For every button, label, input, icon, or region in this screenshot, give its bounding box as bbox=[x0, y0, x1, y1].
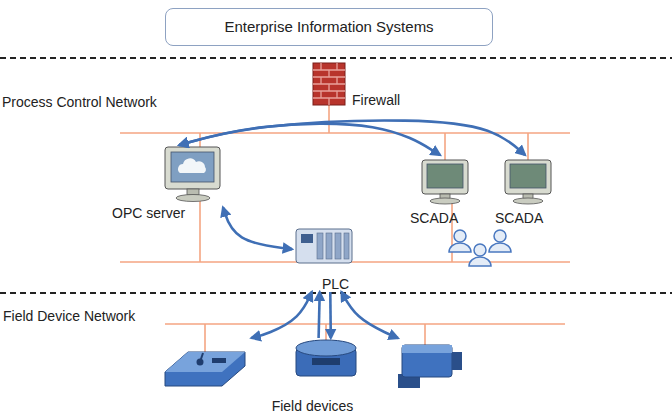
data-flow-arrow bbox=[223, 207, 292, 249]
computer-icon bbox=[165, 147, 220, 189]
network-wire bbox=[120, 105, 570, 352]
node-label: Firewall bbox=[352, 92, 400, 108]
node-label: OPC server bbox=[112, 205, 185, 221]
plc-icon bbox=[317, 233, 323, 259]
operators-icon bbox=[494, 230, 506, 242]
computer-icon bbox=[422, 160, 468, 204]
data-flow-arrow bbox=[179, 121, 525, 155]
operators-icon bbox=[469, 257, 491, 266]
field-device-icon bbox=[296, 340, 356, 376]
operators-icon bbox=[454, 230, 466, 242]
computer-icon bbox=[176, 195, 210, 202]
plc-icon bbox=[344, 233, 349, 259]
network-wire bbox=[120, 132, 570, 134]
field-device-icon bbox=[165, 352, 245, 386]
computer-icon bbox=[505, 160, 551, 204]
zone-divider bbox=[0, 58, 672, 293]
operators-icon bbox=[474, 244, 486, 256]
field-device-icon bbox=[452, 352, 462, 370]
network-wire bbox=[204, 324, 206, 352]
server-node: OPC server bbox=[108, 145, 223, 223]
computer-icon bbox=[422, 160, 468, 194]
plc-icon bbox=[301, 234, 313, 243]
field-device-icon bbox=[312, 358, 340, 365]
operators-icon bbox=[449, 243, 471, 252]
computer-icon bbox=[513, 198, 543, 204]
zone-divider bbox=[0, 57, 672, 59]
computer-icon bbox=[510, 164, 546, 188]
plc-icon bbox=[296, 229, 352, 263]
firewall-icon bbox=[313, 63, 345, 105]
field-device-group: Field devices bbox=[160, 338, 465, 416]
data-flow-arrow bbox=[329, 292, 332, 338]
data-flow-arrow bbox=[319, 292, 320, 338]
plc-icon bbox=[335, 233, 341, 259]
field-device-icon bbox=[212, 358, 226, 363]
network-zone-label: Field Device Network bbox=[3, 308, 135, 324]
network-wire bbox=[527, 133, 529, 160]
node-label: Field devices bbox=[160, 398, 465, 414]
field-device-icon bbox=[398, 345, 462, 388]
workstation-node: SCADA bbox=[405, 155, 475, 225]
operators-icon bbox=[449, 230, 511, 266]
firewall-icon bbox=[313, 63, 345, 105]
controller-node: PLC bbox=[292, 226, 358, 292]
network-wire bbox=[165, 323, 565, 325]
data-flow-arrow bbox=[252, 292, 312, 338]
zone-divider bbox=[0, 292, 672, 294]
computer-icon bbox=[427, 164, 463, 188]
field-device-icon bbox=[296, 340, 356, 356]
firewall-icon bbox=[313, 63, 345, 105]
network-wire bbox=[199, 200, 201, 262]
plc-icon bbox=[296, 229, 352, 263]
computer-icon bbox=[430, 198, 460, 204]
network-wire bbox=[199, 133, 201, 147]
field-device-icon bbox=[402, 345, 452, 377]
computer-icon bbox=[171, 152, 214, 182]
node-label: SCADA bbox=[495, 210, 543, 226]
network-wire bbox=[325, 324, 327, 342]
firewall-node: Firewall bbox=[312, 62, 404, 108]
network-wire bbox=[444, 133, 446, 160]
computer-icon bbox=[165, 147, 220, 202]
operators-icon bbox=[489, 243, 511, 252]
node-label: Enterprise Information Systems bbox=[224, 19, 433, 35]
network-zone-label: Process Control Network bbox=[2, 94, 157, 110]
network-wire bbox=[328, 105, 330, 133]
field-device-icon bbox=[165, 352, 245, 372]
data-flow-arrow bbox=[342, 292, 398, 338]
network-wire bbox=[424, 324, 426, 345]
data-flow-arrow bbox=[179, 124, 440, 155]
field-device-icon bbox=[165, 352, 245, 386]
workstation-node: SCADA bbox=[490, 155, 560, 225]
plc-icon bbox=[326, 233, 332, 259]
system-box: Enterprise Information Systems bbox=[165, 8, 493, 46]
computer-icon bbox=[178, 158, 206, 173]
field-device-icon bbox=[402, 345, 452, 353]
computer-icon bbox=[505, 160, 551, 194]
field-device-icon bbox=[200, 353, 203, 362]
node-label: PLC bbox=[322, 276, 349, 292]
node-label: SCADA bbox=[410, 210, 458, 226]
